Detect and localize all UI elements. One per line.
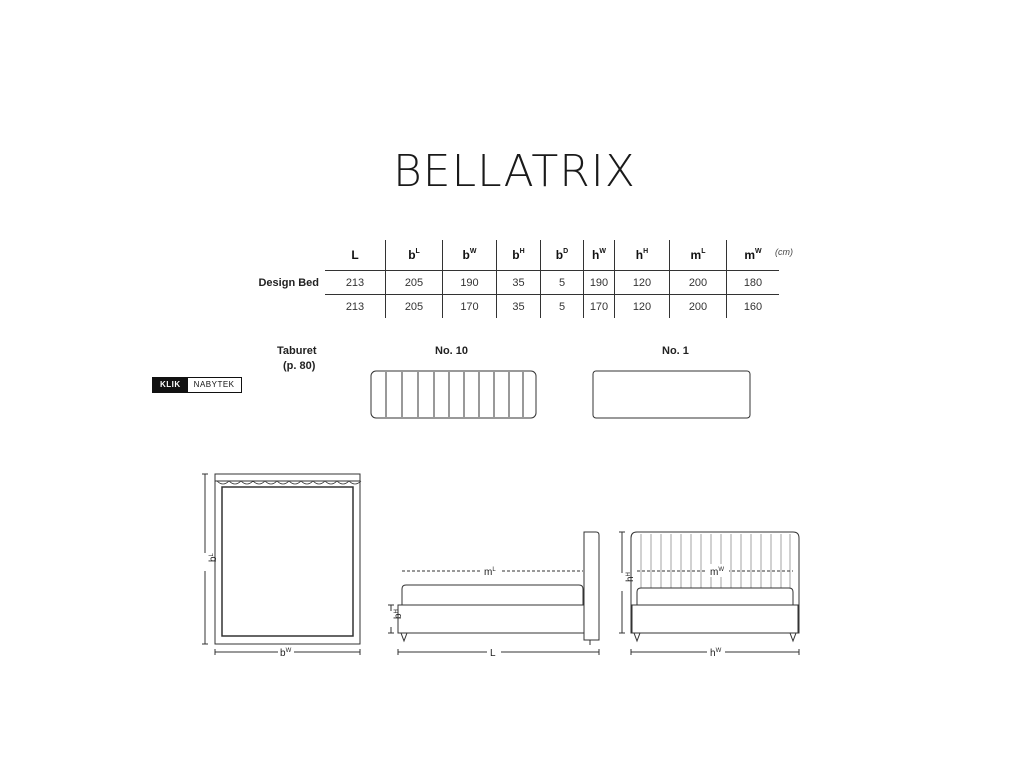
taburet-variant-no1: No. 1 bbox=[662, 345, 689, 357]
taburet-variant-no10: No. 10 bbox=[435, 345, 469, 357]
taburet-page-ref: (p. 80) bbox=[283, 360, 316, 372]
side-mattress-label: mL bbox=[484, 567, 496, 578]
brand-logo: KLIK NABYTEK bbox=[152, 377, 242, 393]
table-cell: 170 bbox=[583, 294, 615, 318]
col-header: bW bbox=[442, 240, 497, 271]
table-cell: 190 bbox=[583, 270, 615, 295]
product-title: BELLATRIX bbox=[393, 146, 636, 197]
col-header: L bbox=[325, 240, 386, 271]
top-width-label: bW bbox=[280, 648, 292, 659]
table-cell: 205 bbox=[385, 294, 443, 318]
table-cell: 160 bbox=[743, 300, 763, 313]
table-cell: 200 bbox=[669, 294, 727, 318]
table-cell: 35 bbox=[496, 270, 541, 295]
side-height-label: bH bbox=[393, 609, 404, 619]
col-header: mW bbox=[726, 240, 779, 271]
col-header: hW bbox=[583, 240, 615, 271]
table-cell: 5 bbox=[540, 270, 584, 295]
table-row: 213 205 170 35 5 170 120 200 160 bbox=[253, 294, 779, 318]
col-header: bL bbox=[385, 240, 443, 271]
table-cell: 120 bbox=[614, 294, 670, 318]
table-cell: 200 bbox=[669, 270, 727, 295]
bed-side-view bbox=[388, 531, 600, 655]
col-header: bD bbox=[540, 240, 584, 271]
table-row: Design Bed 213 205 190 35 5 190 120 200 … bbox=[253, 270, 779, 295]
table-cell: 213 bbox=[325, 270, 386, 295]
table-cell: 35 bbox=[496, 294, 541, 318]
table-cell: 213 bbox=[325, 294, 386, 318]
logo-part-klik: KLIK bbox=[153, 378, 188, 392]
col-header: bH bbox=[496, 240, 541, 271]
table-cell: 5 bbox=[540, 294, 584, 318]
table-cell: 170 bbox=[442, 294, 497, 318]
side-length-label: L bbox=[490, 648, 496, 659]
col-header: mL bbox=[669, 240, 727, 271]
front-mattress-label: mW bbox=[710, 567, 724, 578]
taburet-no1-drawing bbox=[592, 370, 751, 419]
taburet-label: Taburet bbox=[277, 345, 317, 357]
front-head-height-label: hH bbox=[625, 572, 636, 582]
table-cell: 180 bbox=[726, 270, 779, 295]
front-width-label: hW bbox=[710, 648, 722, 659]
logo-part-nabytek: NABYTEK bbox=[187, 378, 241, 392]
bed-front-view bbox=[619, 531, 800, 655]
top-length-label: bL bbox=[208, 552, 219, 562]
table-cell: 190 bbox=[442, 270, 497, 295]
col-header: hH bbox=[614, 240, 670, 271]
unit-label: (cm) bbox=[775, 247, 793, 257]
table-header-row: L bL bW bH bD hW hH mL mW bbox=[253, 240, 779, 271]
taburet-no10-drawing bbox=[370, 370, 537, 419]
table-cell: 205 bbox=[385, 270, 443, 295]
dimensions-table: L bL bW bH bD hW hH mL mW Design Bed 213… bbox=[253, 240, 779, 318]
bed-top-view bbox=[202, 473, 362, 655]
row-label: Design Bed bbox=[258, 276, 319, 289]
table-cell: 120 bbox=[614, 270, 670, 295]
